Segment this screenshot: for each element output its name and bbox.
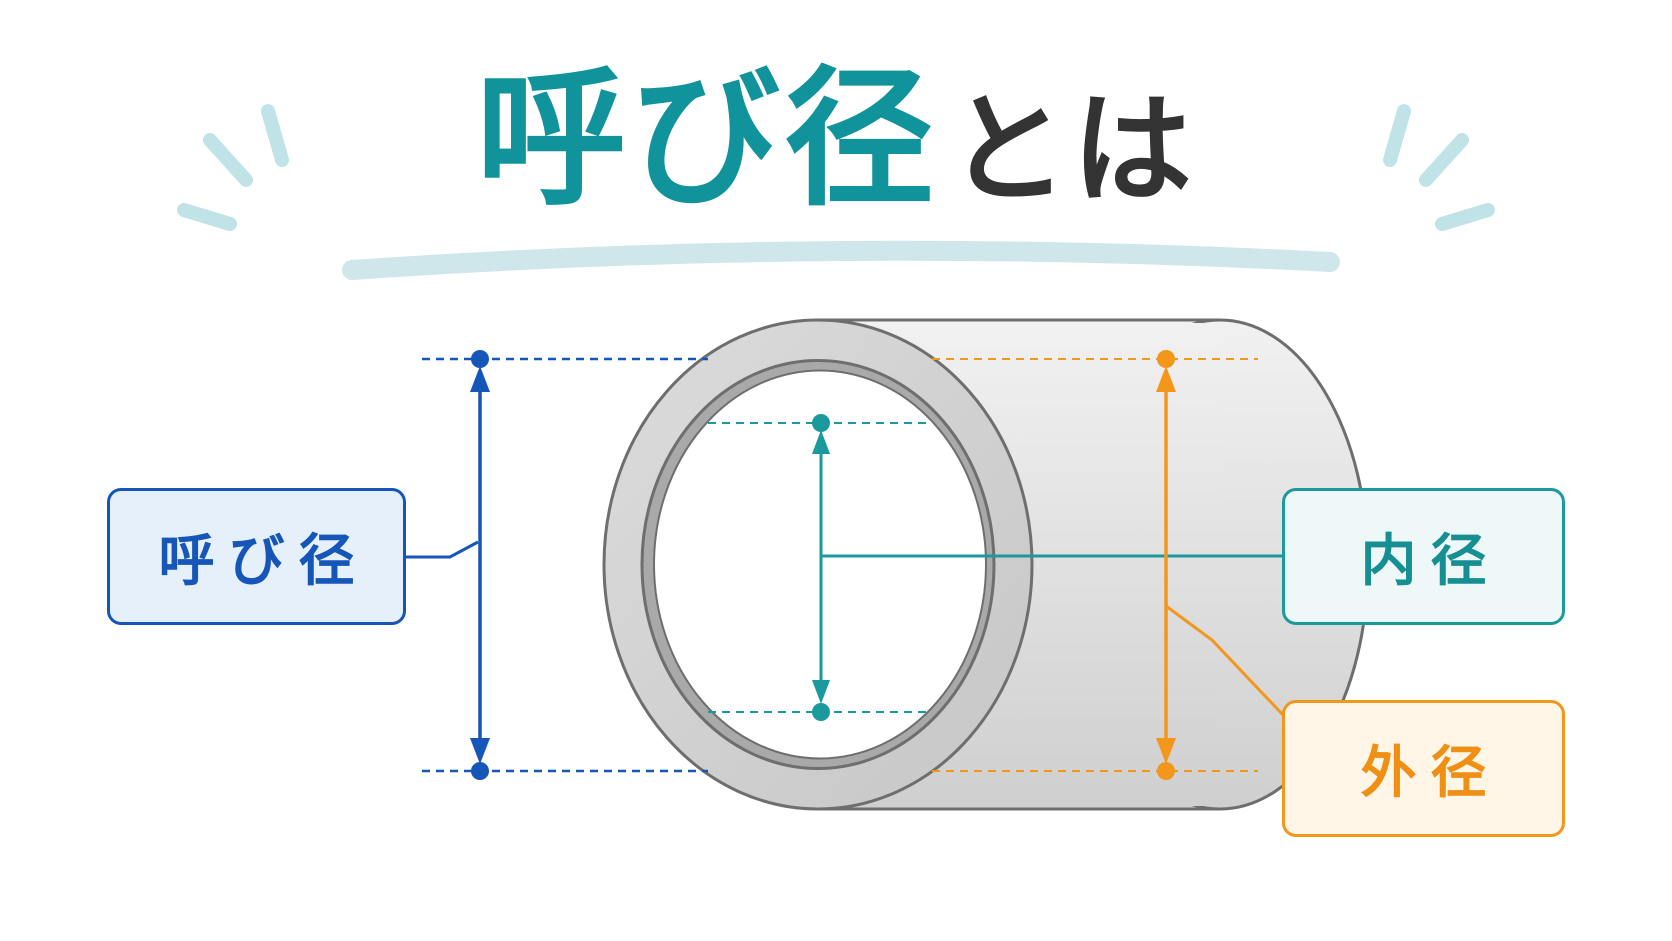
page-title: 呼び径とは: [0, 40, 1672, 240]
inner-diameter-label: 内径: [1282, 488, 1565, 625]
title-main-text: 呼び径: [475, 53, 938, 227]
outer-diameter-indicator: [932, 350, 1286, 780]
pipe-front-face: [602, 318, 1034, 811]
outer-diameter-label: 外径: [1282, 700, 1565, 837]
title-underline: [342, 240, 1340, 280]
emphasis-strokes-right: [1383, 104, 1495, 231]
title-suffix-text: とは: [948, 81, 1196, 220]
nominal-diameter-indicator: [406, 350, 708, 780]
emphasis-strokes-left: [177, 104, 289, 231]
inner-diameter-indicator: [708, 414, 1282, 721]
nominal-diameter-label: 呼び径: [107, 488, 406, 625]
